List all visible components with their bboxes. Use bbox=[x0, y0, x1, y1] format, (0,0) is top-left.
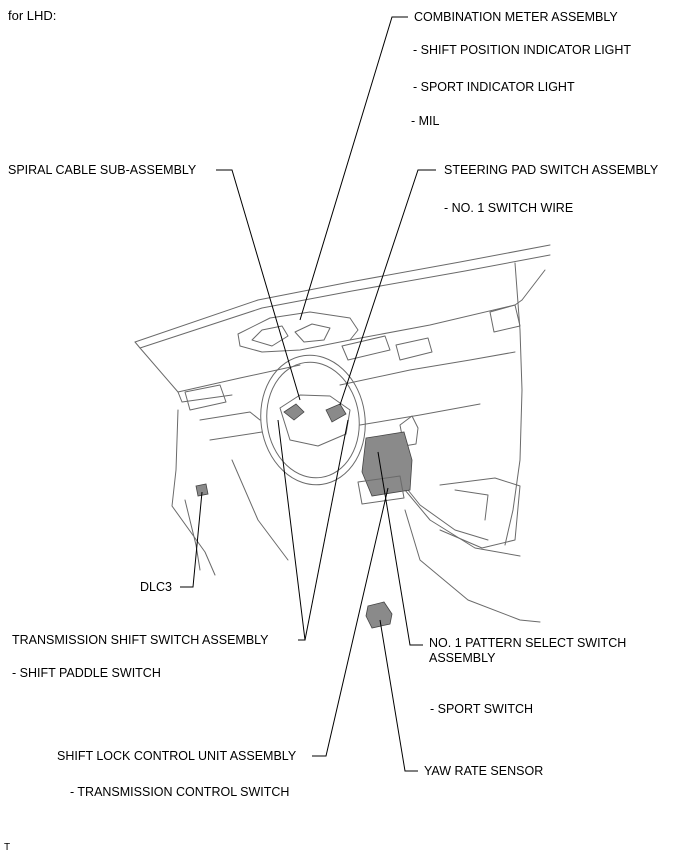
label-mil: - MIL bbox=[411, 114, 440, 128]
label-switch-wire: - NO. 1 SWITCH WIRE bbox=[444, 201, 574, 215]
label-shift-position-light: - SHIFT POSITION INDICATOR LIGHT bbox=[413, 43, 632, 57]
leader-steering-pad bbox=[339, 169, 436, 406]
label-spiral-cable: SPIRAL CABLE SUB-ASSEMBLY bbox=[8, 163, 197, 177]
shift-console-drawing bbox=[357, 415, 419, 505]
label-shift-lock: SHIFT LOCK CONTROL UNIT ASSEMBLY bbox=[57, 749, 297, 763]
leader-combination-meter bbox=[299, 16, 408, 321]
leader-yaw-rate bbox=[379, 619, 418, 772]
leader-shift-lock bbox=[312, 487, 389, 757]
dlc3-connector bbox=[195, 483, 209, 497]
leader-trans-shift-a bbox=[277, 419, 306, 641]
label-shift-paddle: - SHIFT PADDLE SWITCH bbox=[12, 666, 161, 680]
steering-wheel-drawing bbox=[260, 354, 366, 486]
label-trans-control: - TRANSMISSION CONTROL SWITCH bbox=[70, 785, 290, 799]
vents-drawing bbox=[184, 304, 521, 411]
leader-lines bbox=[180, 16, 436, 772]
yaw-rate-sensor-drawing bbox=[365, 601, 393, 629]
leader-trans-shift-b bbox=[304, 419, 349, 641]
label-combination-meter: COMBINATION METER ASSEMBLY bbox=[414, 10, 618, 24]
label-yaw-rate: YAW RATE SENSOR bbox=[424, 764, 544, 778]
label-trans-shift-switch: TRANSMISSION SHIFT SWITCH ASSEMBLY bbox=[12, 633, 269, 647]
label-sport-indicator-light: - SPORT INDICATOR LIGHT bbox=[413, 80, 575, 94]
leader-spiral-cable bbox=[216, 169, 301, 401]
dashboard-drawing bbox=[134, 244, 551, 623]
leader-pattern-select bbox=[377, 451, 423, 646]
leader-dlc3 bbox=[180, 491, 203, 588]
footer-code: T bbox=[4, 842, 11, 853]
label-pattern-select: NO. 1 PATTERN SELECT SWITCH ASSEMBLY bbox=[429, 636, 627, 665]
page-title: for LHD: bbox=[8, 8, 57, 23]
label-sport-switch: - SPORT SWITCH bbox=[430, 702, 534, 716]
combination-meter-drawing bbox=[237, 311, 359, 353]
label-steering-pad: STEERING PAD SWITCH ASSEMBLY bbox=[444, 163, 659, 177]
label-dlc3: DLC3 bbox=[140, 580, 172, 594]
